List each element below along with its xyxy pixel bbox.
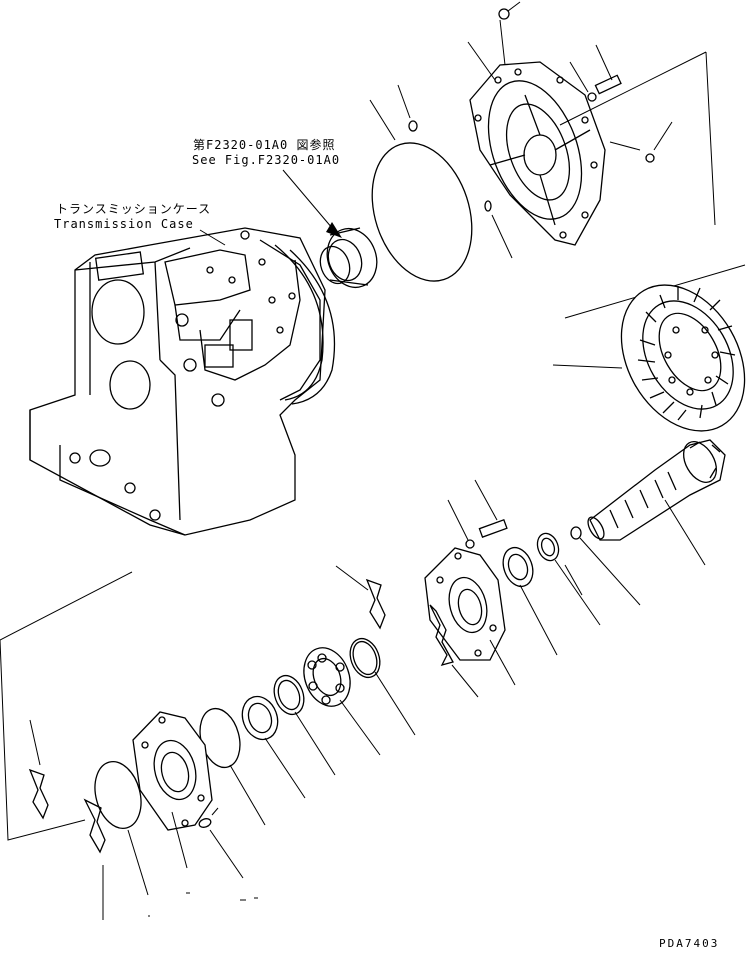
dowel-pin-leader xyxy=(491,214,513,259)
plug-right xyxy=(609,121,673,163)
snap-ring-middle xyxy=(349,637,416,736)
reference-label-en: See Fig.F2320-01A0 xyxy=(192,153,341,167)
shims-lower-left xyxy=(28,719,106,920)
bearing-cage xyxy=(424,547,506,661)
drawing-code: PDA7403 xyxy=(659,937,720,950)
taper-bearing-upper xyxy=(502,546,558,656)
dowel-pin-top xyxy=(484,200,492,212)
small-o-ring-leader xyxy=(397,84,411,119)
bearing-cage-lower xyxy=(132,711,213,831)
retainer-housing-top xyxy=(469,61,606,246)
shims-middle-left xyxy=(335,565,386,630)
small-o-ring-top xyxy=(408,120,418,132)
spacer xyxy=(536,532,601,626)
reference-arrowhead xyxy=(326,222,342,238)
o-ring-lower-left xyxy=(94,761,149,896)
pinion-leader xyxy=(664,499,706,566)
reference-leader-line xyxy=(282,169,339,236)
retainer-leader xyxy=(467,41,496,81)
spacer-ring-middle xyxy=(273,674,336,776)
group-bracket-lower xyxy=(0,571,133,841)
dowel-pin-lower xyxy=(198,807,244,879)
transmission-case xyxy=(29,227,336,536)
bottom-marks xyxy=(148,892,258,917)
case-label-jp: トランスミッションケース xyxy=(56,202,212,216)
lock-nut xyxy=(570,526,641,606)
top-bolt xyxy=(498,1,521,66)
cage-leader xyxy=(489,639,516,686)
ring-gear-leader xyxy=(552,364,623,369)
seal-sleeve xyxy=(319,227,378,289)
bolt-washer-right xyxy=(569,44,622,102)
shims-middle xyxy=(429,604,479,698)
bolt-middle xyxy=(447,479,508,549)
roller-bearing xyxy=(303,647,381,756)
taper-bearing-lower xyxy=(241,695,306,799)
case-leader-line xyxy=(199,229,226,246)
large-o-ring xyxy=(371,142,473,282)
cage-lower-leader xyxy=(171,811,188,869)
case-label-en: Transmission Case xyxy=(54,217,194,231)
reference-label-jp: 第F2320-01A0 図参照 xyxy=(193,138,336,152)
o-ring-leader xyxy=(369,99,396,141)
ring-gear xyxy=(620,284,746,432)
pinion-shaft xyxy=(587,439,726,541)
